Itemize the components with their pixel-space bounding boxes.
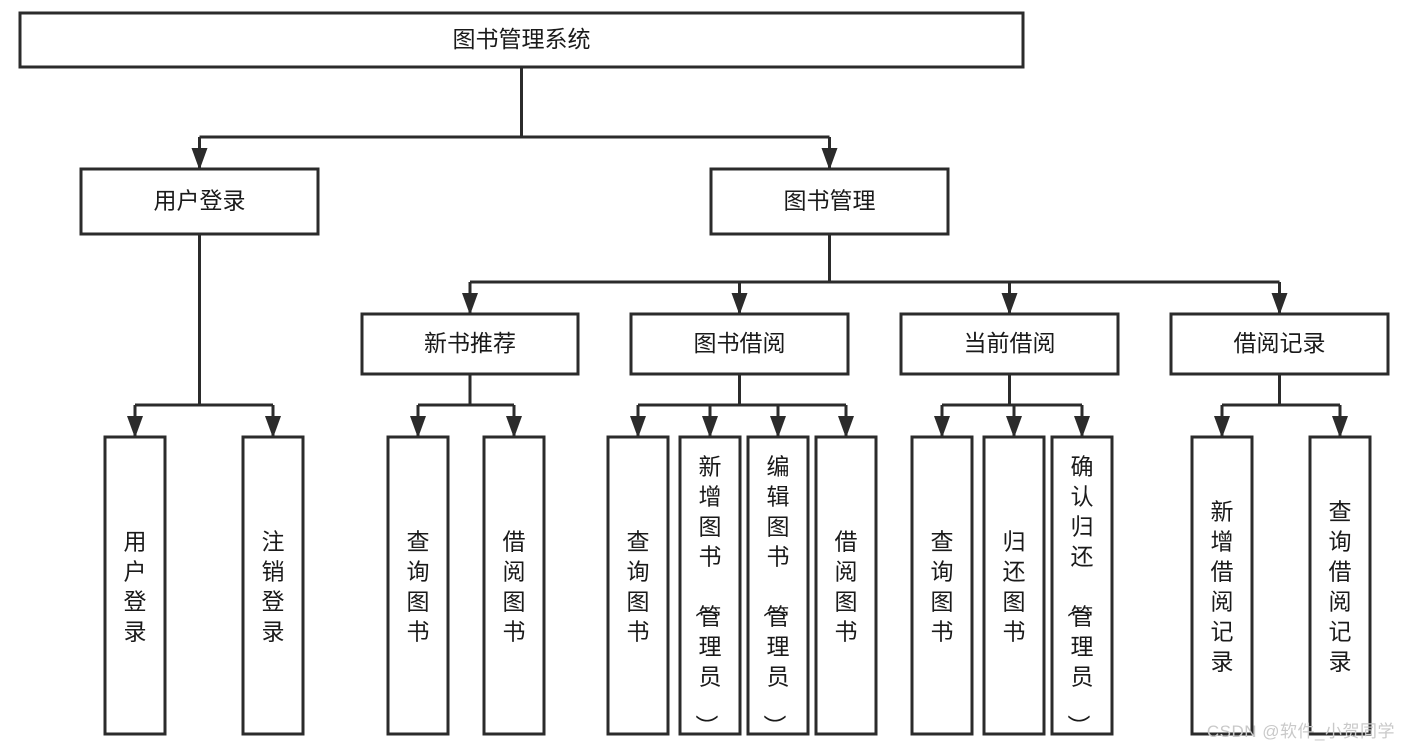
node-label: 查询借阅记录 bbox=[1329, 499, 1352, 675]
node-l3-logout[interactable]: 注销登录 bbox=[241, 435, 305, 736]
node-l2-new-book[interactable]: 新书推荐 bbox=[360, 312, 580, 376]
node-label: 用户登录 bbox=[154, 188, 246, 214]
node-label: 用户登录 bbox=[124, 529, 147, 645]
node-root[interactable]: 图书管理系统 bbox=[18, 11, 1025, 69]
node-box bbox=[1050, 435, 1114, 736]
node-box bbox=[360, 312, 580, 376]
node-label: 查询图书 bbox=[407, 529, 430, 645]
node-l2-records[interactable]: 借阅记录 bbox=[1169, 312, 1390, 376]
node-box bbox=[482, 435, 546, 736]
node-box bbox=[241, 435, 305, 736]
node-l3-borrow-book-1[interactable]: 借阅图书 bbox=[482, 435, 546, 736]
node-box bbox=[606, 435, 670, 736]
node-label: 当前借阅 bbox=[964, 330, 1056, 356]
node-l2-current[interactable]: 当前借阅 bbox=[899, 312, 1120, 376]
node-label: 新书推荐 bbox=[424, 330, 516, 356]
node-label: 注销登录 bbox=[262, 529, 285, 645]
node-box bbox=[709, 167, 950, 236]
connector-layer bbox=[127, 67, 1348, 438]
node-box bbox=[899, 312, 1120, 376]
node-label: 归还图书 bbox=[1003, 529, 1026, 645]
node-label: 借阅图书 bbox=[503, 529, 526, 645]
node-l3-query-book-1[interactable]: 查询图书 bbox=[386, 435, 450, 736]
node-box bbox=[910, 435, 974, 736]
node-box bbox=[1169, 312, 1390, 376]
node-label: 借阅记录 bbox=[1234, 330, 1326, 356]
node-label: 借阅图书 bbox=[835, 529, 858, 645]
node-box bbox=[629, 312, 850, 376]
node-box bbox=[386, 435, 450, 736]
node-box bbox=[103, 435, 167, 736]
node-l3-confirm-return[interactable]: 确认归还（管理员） bbox=[1050, 435, 1114, 738]
node-l3-query-book-3[interactable]: 查询图书 bbox=[910, 435, 974, 736]
node-layer: 图书管理系统用户登录图书管理新书推荐图书借阅当前借阅借阅记录用户登录注销登录查询… bbox=[18, 11, 1390, 738]
node-l2-borrow[interactable]: 图书借阅 bbox=[629, 312, 850, 376]
node-l3-return-book[interactable]: 归还图书 bbox=[982, 435, 1046, 736]
node-box bbox=[814, 435, 878, 736]
node-label: 确认归还（管理员） bbox=[1066, 454, 1094, 738]
node-l3-edit-book[interactable]: 编辑图书（管理员） bbox=[746, 435, 810, 738]
node-label: 查询图书 bbox=[627, 529, 650, 645]
node-l1-login[interactable]: 用户登录 bbox=[79, 167, 320, 236]
node-box bbox=[982, 435, 1046, 736]
node-box bbox=[1190, 435, 1254, 736]
node-label: 图书管理系统 bbox=[453, 26, 591, 52]
node-box bbox=[79, 167, 320, 236]
node-l3-add-record[interactable]: 新增借阅记录 bbox=[1190, 435, 1254, 736]
node-label: 新增图书（管理员） bbox=[694, 454, 722, 738]
node-l3-borrow-book-2[interactable]: 借阅图书 bbox=[814, 435, 878, 736]
node-box bbox=[1308, 435, 1372, 736]
node-label: 新增借阅记录 bbox=[1211, 499, 1234, 675]
node-label: 查询图书 bbox=[931, 529, 954, 645]
node-box bbox=[746, 435, 810, 736]
node-box bbox=[18, 11, 1025, 69]
node-box bbox=[678, 435, 742, 736]
node-l1-book-mgmt[interactable]: 图书管理 bbox=[709, 167, 950, 236]
node-label: 图书管理 bbox=[784, 188, 876, 214]
node-label: 编辑图书（管理员） bbox=[762, 454, 790, 738]
node-label: 图书借阅 bbox=[694, 330, 786, 356]
node-l3-add-book[interactable]: 新增图书（管理员） bbox=[678, 435, 742, 738]
node-l3-user-login[interactable]: 用户登录 bbox=[103, 435, 167, 736]
node-l3-query-book-2[interactable]: 查询图书 bbox=[606, 435, 670, 736]
node-l3-query-record[interactable]: 查询借阅记录 bbox=[1308, 435, 1372, 736]
